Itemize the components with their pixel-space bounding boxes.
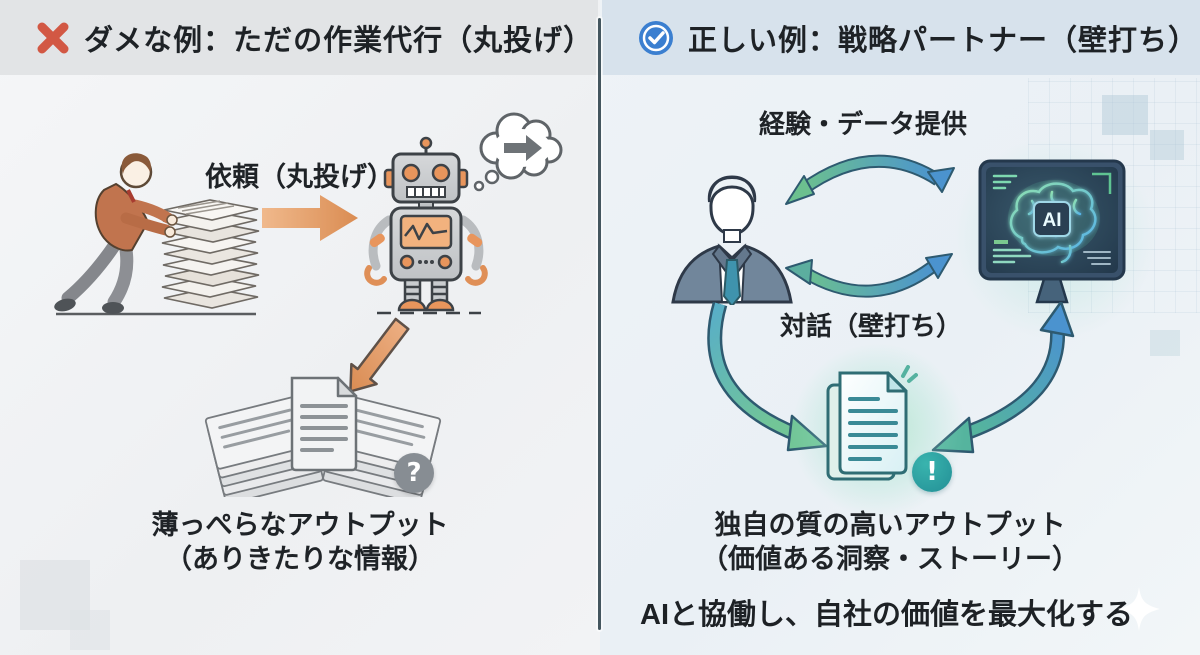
shallow-output-caption-line2: （ありきたりな情報） bbox=[165, 544, 435, 574]
bad-example-title: ダメな例：ただの作業代行（丸投げ） bbox=[84, 24, 594, 57]
bad-example-header: ダメな例：ただの作業代行（丸投げ） bbox=[0, 0, 598, 75]
good-example-title: 正しい例：戦略パートナー（壁打ち） bbox=[688, 24, 1199, 57]
good-example-panel bbox=[600, 0, 1200, 655]
center-document-icon bbox=[290, 376, 358, 472]
decor-square bbox=[70, 610, 110, 650]
bottom-message: AIと協働し、自社の価値を最大化する bbox=[640, 599, 1134, 631]
dialog-cycle-arrows-icon bbox=[785, 154, 955, 298]
ai-monitor-icon: AI bbox=[978, 159, 1126, 304]
businessman-icon bbox=[671, 175, 793, 305]
provide-label: 経験・データ提供 bbox=[758, 109, 967, 139]
tall-paper-stack-icon bbox=[161, 199, 260, 309]
exclamation-badge: ! bbox=[912, 452, 952, 492]
decor-square bbox=[20, 560, 90, 630]
good-example-header: 正しい例：戦略パートナー（壁打ち） bbox=[602, 0, 1200, 75]
ai-chip-label: AI bbox=[1043, 210, 1062, 231]
tie bbox=[722, 259, 742, 305]
request-label: 依頼（丸投げ） bbox=[205, 162, 394, 192]
man-pushing-papers-illustration bbox=[54, 153, 260, 316]
panel-divider bbox=[598, 18, 601, 630]
sparkle-icon bbox=[1118, 587, 1160, 631]
thought-bubble-icon bbox=[473, 112, 563, 192]
quality-document-icon bbox=[826, 365, 918, 481]
output-arrow-icon bbox=[349, 317, 410, 393]
thought-arrow-icon bbox=[504, 135, 542, 161]
quality-output-caption-line2: （価値ある洞察・ストーリー） bbox=[701, 544, 1079, 574]
question-badge: ? bbox=[394, 453, 434, 493]
check-circle-icon bbox=[639, 20, 673, 55]
dialog-label: 対話（壁打ち） bbox=[779, 311, 962, 341]
quality-output-caption-line1: 独自の質の高いアウトプット bbox=[714, 510, 1066, 540]
request-arrow-icon bbox=[262, 195, 358, 241]
x-mark-icon bbox=[37, 22, 69, 53]
shallow-output-stack-icon bbox=[204, 376, 442, 497]
robot-icon bbox=[364, 136, 488, 315]
sparkle-dashes-icon bbox=[901, 365, 918, 383]
shallow-output-caption-line1: 薄っぺらなアウトプット bbox=[151, 510, 449, 540]
monitor-stand bbox=[1035, 277, 1069, 304]
businessman-pushing-figure bbox=[54, 153, 178, 314]
